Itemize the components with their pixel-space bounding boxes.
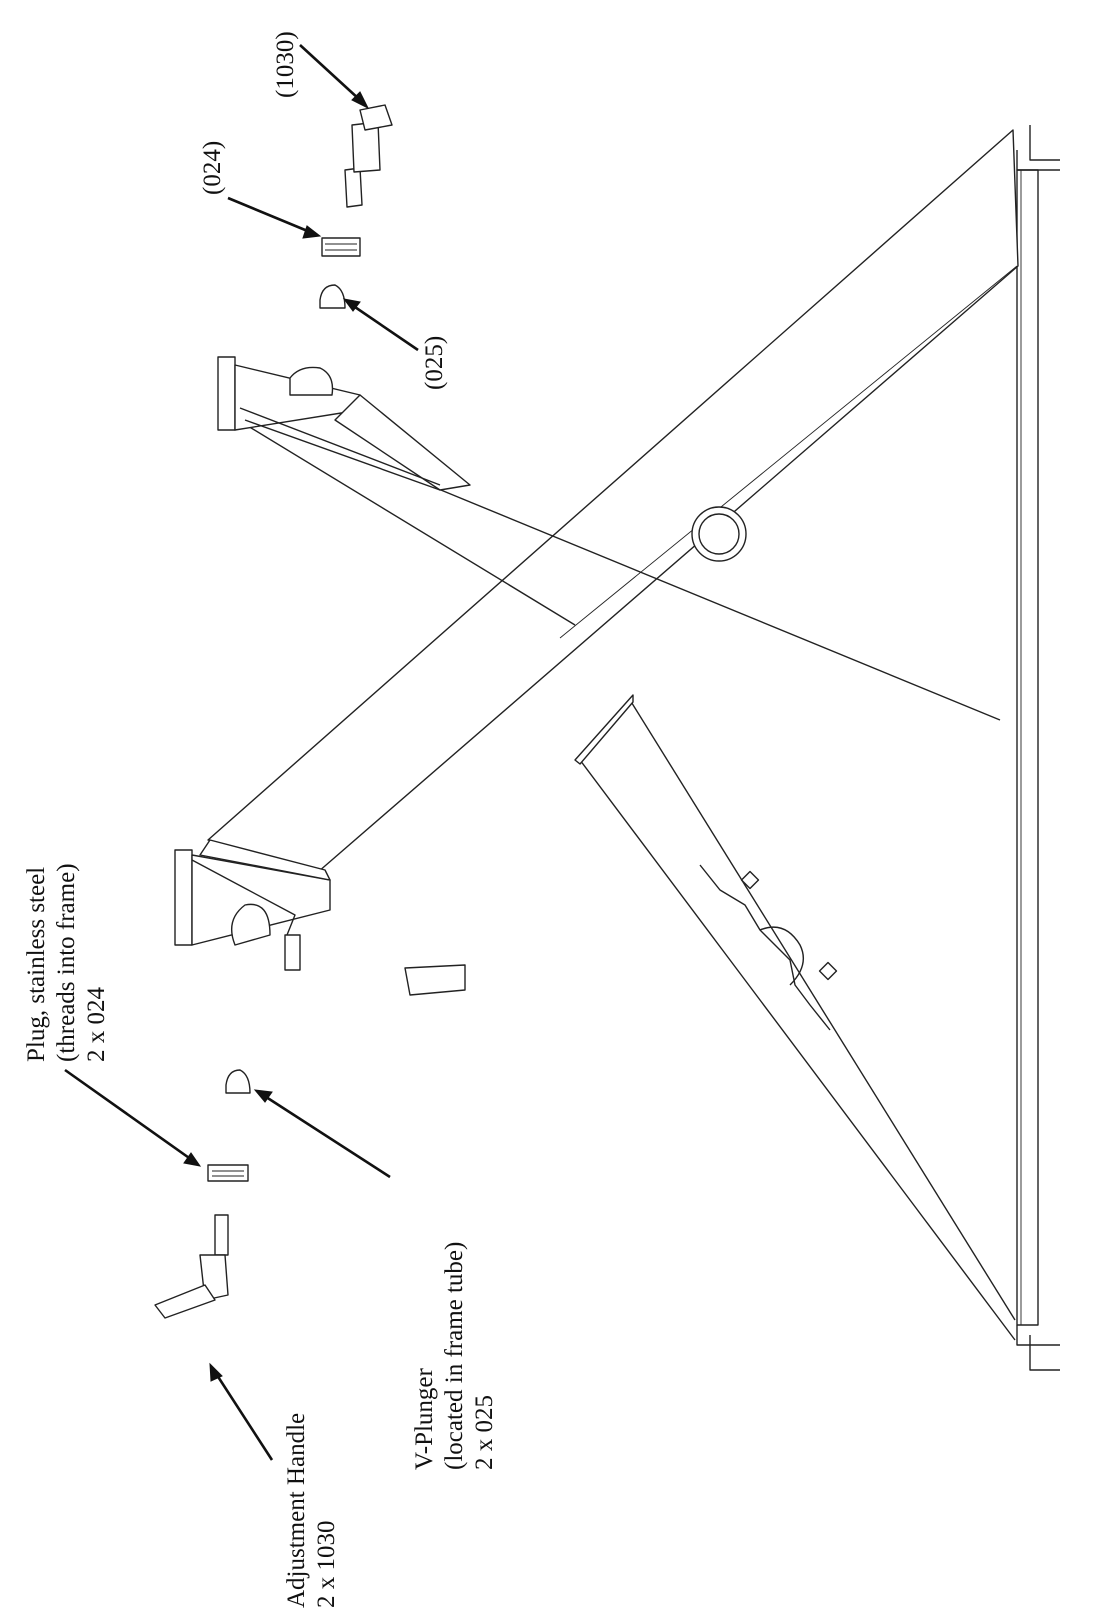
upper-plug-part xyxy=(321,237,361,257)
arrow-handle-label xyxy=(209,1362,274,1461)
upper-plunger-part xyxy=(319,284,346,309)
label-plunger-line2: (located in frame tube) xyxy=(441,1241,468,1470)
label-handle: Adjustment Handle 2 x 1030 xyxy=(282,1413,342,1608)
arrow-plug-ref xyxy=(227,196,322,239)
label-plunger-line3: 2 x 025 xyxy=(471,1395,498,1470)
label-plunger-line1: V-Plunger xyxy=(411,1368,438,1470)
arrow-handle-ref xyxy=(299,44,370,110)
callout-handle-ref: (1030) xyxy=(272,31,299,98)
label-plug-line3: 2 x 024 xyxy=(83,987,110,1062)
label-plug-line2: (threads into frame) xyxy=(53,863,80,1062)
label-plunger: V-Plunger (located in frame tube) 2 x 02… xyxy=(410,1242,500,1470)
front-frame-member xyxy=(207,129,1019,873)
arrow-plug-label xyxy=(64,1068,202,1167)
label-plug: Plug, stainless steel (threads into fram… xyxy=(22,863,112,1062)
label-handle-line1: Adjustment Handle xyxy=(283,1412,310,1608)
base-rail xyxy=(1016,125,1060,1371)
lower-plug-part xyxy=(207,1164,249,1182)
upper-socket-end xyxy=(217,356,471,491)
lower-handle-part xyxy=(154,1214,229,1319)
callout-plug-ref: (024) xyxy=(199,140,226,195)
arrow-plunger-ref xyxy=(342,298,419,352)
label-handle-line2: 2 x 1030 xyxy=(313,1520,340,1609)
arrow-plunger-label xyxy=(253,1089,391,1179)
upper-handle-part xyxy=(344,104,393,208)
back-frame-member xyxy=(237,419,1016,1341)
callout-plunger-ref: (025) xyxy=(421,335,448,390)
label-plug-line1: Plug, stainless steel xyxy=(23,866,50,1062)
lower-socket-end xyxy=(174,839,466,996)
lower-plunger-part xyxy=(225,1069,251,1094)
